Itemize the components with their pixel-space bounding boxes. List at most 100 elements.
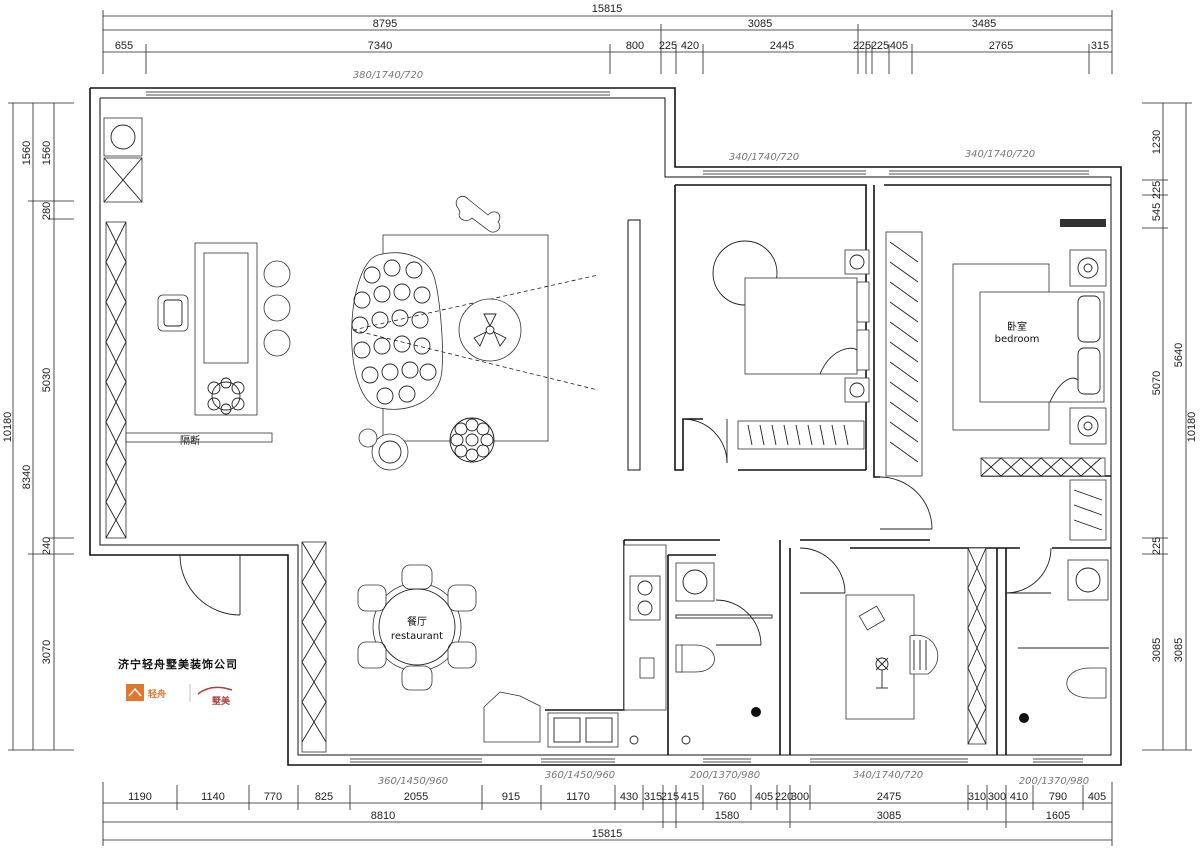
kitchen-sink-icon	[547, 712, 619, 748]
bot-d-18: 300	[988, 791, 1006, 803]
right-d-4: 5640	[1173, 343, 1185, 367]
bot-d-16: 2475	[877, 791, 901, 803]
bedroom-2	[712, 231, 923, 477]
bot-mid-4: 1605	[1046, 810, 1070, 822]
bed-2-icon	[744, 277, 858, 375]
stool-3	[263, 329, 291, 357]
tall-cabinet	[105, 221, 127, 539]
window-label-study: 340/1740/720	[853, 770, 923, 781]
window-label-bath-1: 200/1370/980	[690, 770, 760, 781]
bot-d-3: 770	[264, 791, 282, 803]
top-d-9: 405	[890, 40, 908, 52]
stool-1	[263, 260, 291, 288]
doors	[179, 418, 1052, 646]
living-room: 隔断	[103, 117, 599, 539]
bot-d-13: 405	[755, 791, 773, 803]
heater-icon	[639, 657, 655, 679]
bot-d-7: 1170	[566, 791, 590, 803]
fridge-icon	[483, 691, 541, 743]
window-label-bedroom-2: 340/1740/720	[729, 152, 799, 163]
bot-d-12: 760	[718, 791, 736, 803]
nightstand-1b	[1069, 407, 1107, 445]
side-chair-icon	[371, 433, 409, 471]
right-total: 10180	[1186, 412, 1198, 443]
study	[845, 547, 987, 745]
bot-d-8: 430	[620, 791, 638, 803]
bot-d-4: 825	[315, 791, 333, 803]
top-mid-1: 8795	[373, 18, 397, 30]
basin-1-icon	[675, 562, 715, 602]
left-d-3: 5030	[41, 368, 53, 392]
bot-d-11: 415	[681, 791, 699, 803]
bot-d-17: 310	[968, 791, 986, 803]
bot-total: 15815	[592, 828, 623, 840]
fan-icon	[473, 313, 507, 347]
left-total: 10180	[2, 412, 14, 443]
stool-2	[263, 294, 291, 322]
side-stool	[358, 428, 378, 448]
logo-wave-icon	[197, 686, 233, 695]
right-d-7: 3085	[1151, 638, 1163, 662]
right-d-5: 5070	[1151, 371, 1163, 395]
top-mid-3: 3485	[972, 18, 996, 30]
logo-house-icon	[126, 684, 144, 701]
left-dimensions	[8, 102, 74, 751]
bot-d-9: 315	[644, 791, 662, 803]
top-total: 15815	[592, 3, 623, 15]
bathroom-2	[1018, 559, 1109, 723]
top-d-2: 7340	[368, 40, 392, 52]
study-chair-icon	[909, 634, 939, 675]
bot-mid-1: 8810	[371, 810, 395, 822]
nightstand-2b	[844, 377, 870, 403]
top-dimensions	[102, 10, 1113, 74]
bot-d-2: 1140	[201, 791, 225, 803]
bot-d-20: 790	[1049, 791, 1067, 803]
left-d-4: 240	[41, 537, 53, 555]
bot-d-5: 2055	[404, 791, 428, 803]
company-name: 济宁轻舟墅美装饰公司	[118, 657, 238, 671]
right-dimensions	[1142, 102, 1192, 751]
top-detail-labels: 655 7340 800 225 420 2445 225 225 405 27…	[115, 40, 1109, 52]
bone-icon	[455, 195, 501, 233]
right-d-8: 3085	[1173, 638, 1185, 662]
nightstand-2a	[844, 249, 870, 275]
logo-text-a: 轻舟	[148, 688, 166, 700]
desk-chair-icon	[157, 294, 189, 332]
bot-mid-2: 1580	[715, 810, 739, 822]
bot-d-21: 405	[1088, 791, 1106, 803]
bot-d-19: 410	[1010, 791, 1028, 803]
top-d-8: 225	[871, 40, 889, 52]
nightstand-1a	[1069, 249, 1107, 287]
right-d-2: 225	[1151, 181, 1163, 199]
bedroom-label-cn: 卧室	[1007, 320, 1027, 333]
top-d-6: 2445	[770, 40, 794, 52]
window-label-dining-2: 360/1450/960	[545, 770, 615, 781]
left-d-1: 1560	[41, 141, 53, 165]
left-d-5: 3070	[41, 640, 53, 664]
window-label-dining-1: 360/1450/960	[378, 776, 448, 787]
partition-wall	[125, 432, 273, 443]
bot-d-6: 915	[502, 791, 520, 803]
bot-d-10: 215	[661, 791, 679, 803]
left-d-2: 280	[41, 202, 53, 220]
right-d-3: 545	[1151, 203, 1163, 221]
bottom-dimensions	[102, 782, 1113, 846]
bot-mid-3: 3085	[877, 810, 901, 822]
study-cabinet	[967, 547, 987, 745]
toilet-2-icon	[1066, 667, 1107, 699]
logo-text-b: 墅美	[212, 695, 231, 707]
dining-cabinet	[301, 541, 327, 753]
top-d-1: 655	[115, 40, 133, 52]
right-d-1: 1230	[1151, 130, 1163, 154]
top-d-4: 225	[659, 40, 677, 52]
window-label-bath-2: 200/1370/980	[1019, 776, 1089, 787]
bot-d-15: 300	[791, 791, 809, 803]
view-line-bottom	[352, 329, 599, 391]
flower-table-icon	[449, 417, 495, 463]
coffee-table	[458, 298, 522, 362]
partition-label: 隔断	[180, 434, 200, 447]
washing-machine-icon	[103, 117, 143, 157]
wardrobe-1	[980, 457, 1106, 477]
bot-d-14: 220	[775, 791, 793, 803]
